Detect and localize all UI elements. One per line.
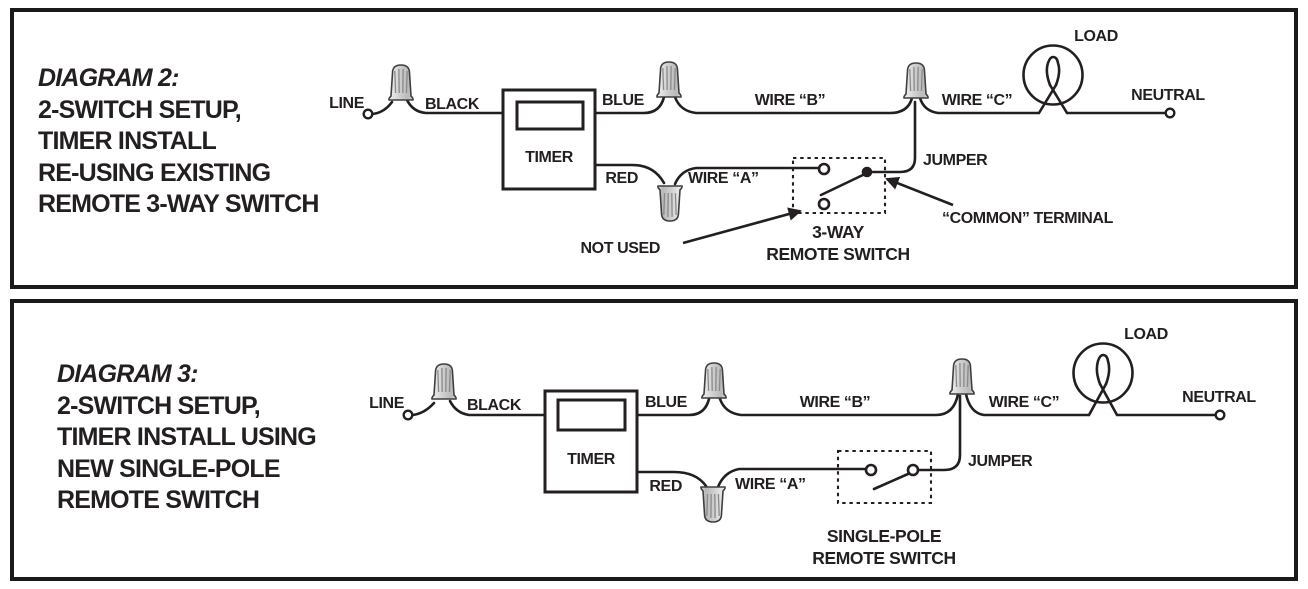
blue-label: BLUE [645, 394, 688, 411]
load-label: LOAD [1124, 326, 1168, 343]
wire-a-label: WIRE “A” [688, 170, 759, 187]
load-bulb-icon [1072, 342, 1134, 417]
wire-b-label: WIRE “B” [755, 92, 826, 109]
line-label: LINE [369, 395, 405, 412]
jumper-label: JUMPER [923, 152, 988, 169]
wire-nut-icon [431, 363, 457, 400]
wire-c [918, 96, 1040, 115]
black-wire [448, 399, 547, 417]
red-label: RED [649, 478, 682, 495]
timer-box [501, 88, 597, 191]
common-terminal-dot [861, 166, 873, 178]
common-terminal-label: “COMMON” TERMINAL [942, 210, 1114, 227]
neutral-terminal [1214, 409, 1226, 421]
wire-c-label: WIRE “C” [989, 394, 1060, 411]
line-lead-wire [410, 401, 436, 417]
switch-name-line1: SINGLE-POLE [827, 526, 941, 546]
diagram-2-title-heading: DIAGRAM 2: [38, 64, 179, 92]
diagram-3-title-line: TIMER INSTALL USING [57, 423, 317, 451]
jumper-wire [916, 394, 962, 472]
wire-nut-icon [388, 64, 414, 101]
not-used-label: NOT USED [581, 240, 660, 257]
wire-c-label: WIRE “C” [942, 92, 1013, 109]
diagram-2-title-line: 2-SWITCH SETUP, [38, 95, 242, 124]
blue-wire [635, 397, 711, 417]
wire-nut-icon [657, 185, 683, 222]
diagram-2-title-line: REMOTE 3-WAY SWITCH [38, 190, 319, 218]
switch-terminal [817, 162, 831, 176]
jumper-wire [871, 100, 917, 174]
diagram-2-canvas: LINE BLACK TIMER BLUE WIRE “B” WIRE “C” … [329, 28, 1206, 264]
wire-b [718, 392, 960, 417]
timer-display [515, 100, 585, 131]
timer-label: TIMER [525, 149, 574, 166]
blue-wire [593, 95, 666, 115]
neutral-label: NEUTRAL [1182, 389, 1256, 406]
jumper-label: JUMPER [968, 453, 1033, 470]
wire-nut-icon [700, 486, 726, 523]
line-lead-wire [370, 100, 394, 116]
red-label: RED [605, 170, 638, 187]
diagram-3-canvas: LINE BLACK TIMER BLUE WIRE “B” WIRE “C” … [369, 326, 1257, 568]
diagram-3-title-heading: DIAGRAM 3: [57, 360, 198, 388]
switch-name-line2: REMOTE SWITCH [812, 548, 956, 568]
black-wire [405, 98, 505, 115]
wire-nut-icon [656, 61, 682, 98]
timer-label: TIMER [567, 451, 616, 468]
timer-display [556, 398, 627, 432]
remote-switch-box [836, 449, 933, 505]
switch-terminal [864, 463, 878, 477]
diagram-2-panel: DIAGRAM 2: 2-SWITCH SETUP, TIMER INSTALL… [10, 8, 1298, 289]
wire-b [673, 95, 914, 115]
red-wire [635, 470, 708, 488]
wire-a-label: WIRE “A” [735, 476, 806, 493]
black-label: BLACK [425, 96, 480, 113]
line-label: LINE [329, 95, 365, 112]
neutral-terminal [1164, 107, 1176, 119]
not-used-arrow [682, 207, 802, 245]
wire-nut-icon [701, 362, 727, 399]
diagram-2-title: DIAGRAM 2: 2-SWITCH SETUP, TIMER INSTALL… [38, 63, 319, 221]
diagram-2-title-line: TIMER INSTALL [38, 127, 217, 155]
red-wire [593, 163, 666, 185]
wire-nut-icon [949, 358, 975, 395]
neutral-label: NEUTRAL [1131, 87, 1205, 104]
switch-lever [872, 472, 910, 491]
timer-box [543, 389, 639, 494]
wire-a [716, 467, 867, 489]
diagram-3-title-line: NEW SINGLE-POLE [57, 454, 281, 483]
switch-terminal [906, 463, 920, 477]
load-label: LOAD [1074, 28, 1118, 45]
blue-label: BLUE [602, 92, 645, 109]
line-terminal [362, 108, 374, 120]
line-terminal [402, 409, 414, 421]
black-label: BLACK [467, 397, 522, 414]
wire-c [964, 392, 1090, 417]
common-terminal-arrow [885, 176, 954, 207]
switch-terminal-not-used [817, 197, 831, 211]
diagram-2-title-line: RE-USING EXISTING [38, 158, 271, 187]
diagram-3-title-line: REMOTE SWITCH [57, 486, 260, 514]
remote-switch-box [791, 156, 887, 215]
load-bulb-icon [1022, 44, 1084, 115]
wire-b-label: WIRE “B” [800, 394, 871, 411]
diagram-3-panel: DIAGRAM 3: 2-SWITCH SETUP, TIMER INSTALL… [10, 299, 1298, 581]
switch-name-line2: REMOTE SWITCH [766, 244, 910, 264]
wire-a [673, 166, 820, 186]
switch-lever [819, 172, 867, 197]
diagram-3-title-line: 2-SWITCH SETUP, [57, 391, 261, 420]
wire-nut-icon [903, 62, 929, 99]
diagram-3-title: DIAGRAM 3: 2-SWITCH SETUP, TIMER INSTALL… [57, 359, 317, 517]
switch-name-line1: 3-WAY [812, 222, 865, 242]
